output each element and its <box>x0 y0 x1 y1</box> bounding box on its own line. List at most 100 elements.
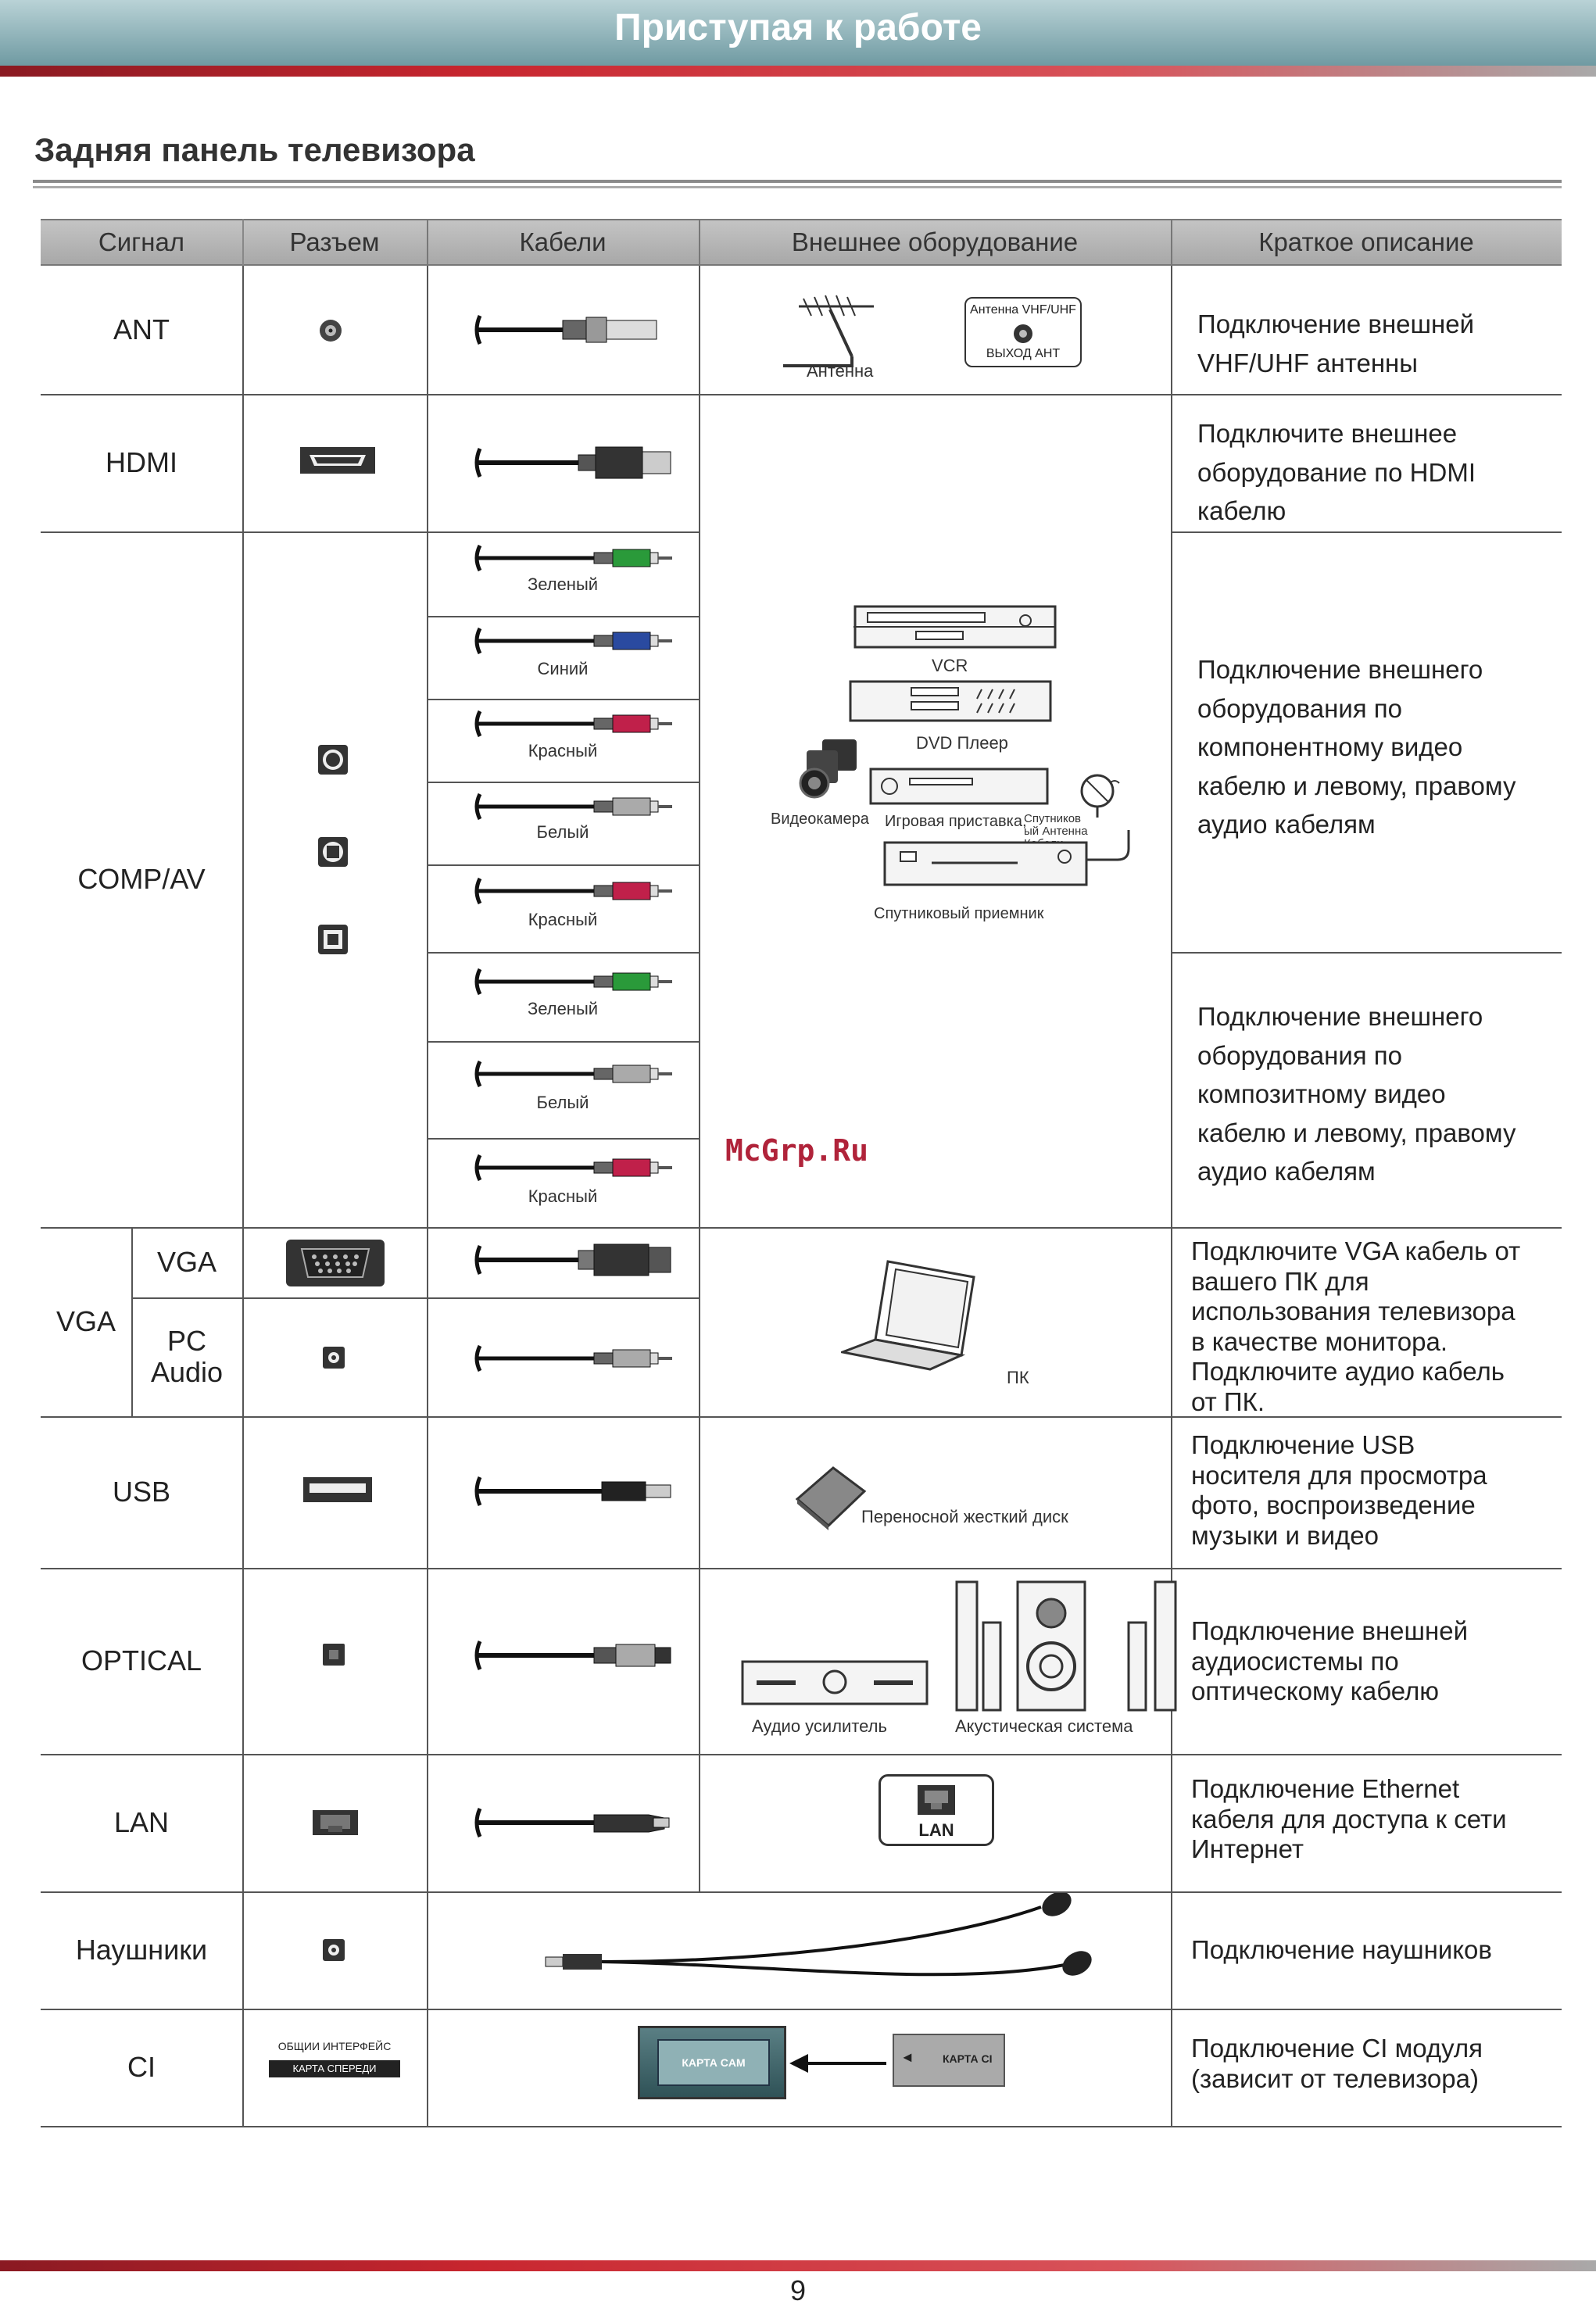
row-line <box>41 1754 1562 1755</box>
sub-signal-pc-audio: PC Audio <box>131 1297 242 1416</box>
ci-card-label: КАРТА CI <box>943 2052 993 2065</box>
grid-line <box>427 219 428 266</box>
desc-optical: Подключение внешней аудиосистемы по опти… <box>1191 1616 1468 1707</box>
grid-line <box>427 219 428 1891</box>
header-title: Приступая к работе <box>614 7 982 48</box>
desc-component: Подключение внешнего оборудования по ком… <box>1197 650 1515 844</box>
cam-card: КАРТА CAM <box>638 2026 786 2099</box>
desc-line: Подключение CI модуля <box>1191 2034 1483 2063</box>
ci-card: ◄ КАРТА CI <box>893 2034 1005 2087</box>
camcorder-label: Видеокамера <box>771 810 869 828</box>
dvd-label: DVD Плеер <box>916 733 1008 753</box>
sub-signal-line: Audio <box>150 1356 224 1388</box>
optical-port-icon <box>323 1644 345 1666</box>
laptop-icon <box>841 1260 975 1371</box>
satellite-receiver-icon <box>883 830 1130 886</box>
desc-line: аудиосистемы по <box>1191 1646 1399 1676</box>
coax-port-icon <box>1014 324 1032 343</box>
page-number: 9 <box>789 2274 807 2306</box>
desc-line: кабеля для доступа к сети <box>1191 1804 1507 1834</box>
desc-line: фото, воспроизведение <box>1191 1490 1476 1520</box>
desc-line: оборудования по <box>1197 693 1403 723</box>
row-line <box>427 864 699 866</box>
row-line <box>41 531 699 533</box>
antenna-output-label: ВЫХОД АНТ <box>986 347 1061 360</box>
footer-accent-line <box>0 2260 1596 2271</box>
signal-usb: USB <box>112 1475 171 1508</box>
optical-cable-icon <box>474 1640 671 1671</box>
lan-port-label: LAN <box>918 1820 954 1840</box>
desc-ant: Подключение внешней VHF/UHF антенны <box>1197 305 1474 382</box>
desc-line: аудио кабелям <box>1197 1157 1376 1186</box>
desc-line: кабелю и левому, правому <box>1197 771 1516 800</box>
cable-label: Белый <box>536 822 589 842</box>
desc-line: Подключение USB <box>1191 1430 1415 1459</box>
desc-line: оборудования по <box>1197 1040 1403 1070</box>
sub-signal-line: PC <box>166 1324 206 1357</box>
desc-lan: Подключение Ethernet кабеля для доступа … <box>1191 1774 1507 1865</box>
dvd-player-icon <box>849 680 1052 722</box>
desc-line: (зависит от телевизора) <box>1191 2063 1479 2093</box>
row-line <box>1171 531 1562 533</box>
desc-line: Подключение внешней <box>1191 1616 1469 1645</box>
grid-line <box>1171 219 1172 2127</box>
section-title: Задняя панель телевизора <box>34 131 475 168</box>
grid-line <box>242 219 244 266</box>
vcr-icon <box>853 605 1057 649</box>
cable-label: Красный <box>528 910 598 929</box>
row-line <box>41 2126 1562 2127</box>
desc-composite: Подключение внешнего оборудования по ком… <box>1197 997 1515 1191</box>
row-line <box>41 1227 1562 1229</box>
header-band <box>0 0 1596 66</box>
hdmi-cable-icon <box>474 446 671 479</box>
ci-slot: КАРТА СПЕРЕДИ <box>269 2060 400 2077</box>
usb-cable-icon <box>474 1476 671 1507</box>
lan-port-box: LAN <box>879 1774 994 1846</box>
row-line <box>427 699 699 700</box>
coax-port-icon <box>320 320 342 342</box>
rca-cable-white-icon <box>474 793 672 821</box>
insert-arrow-icon <box>789 2054 886 2073</box>
grid-line <box>1171 219 1172 266</box>
hard-drive-icon <box>795 1466 867 1530</box>
rca-cable-red-icon <box>474 710 672 738</box>
antenna-icon <box>783 295 874 367</box>
antenna-input-title: Антенна VHF/UHF <box>970 303 1076 317</box>
vga-port-icon <box>286 1240 385 1286</box>
desc-line: музыки и видео <box>1191 1520 1379 1550</box>
row-line <box>427 782 699 783</box>
section-rule-top <box>33 180 1562 183</box>
col-header-cables: Кабели <box>427 219 699 266</box>
component-port-icon <box>318 745 348 775</box>
row-line <box>1171 952 1562 954</box>
desc-vga: Подключите VGA кабель от вашего ПК для и… <box>1191 1236 1520 1418</box>
camcorder-icon <box>799 739 857 799</box>
game-console-label: Игровая приставка, <box>885 813 1027 830</box>
desc-line: оборудование по HDMI <box>1197 457 1476 487</box>
desc-line: Подключение наушников <box>1191 1935 1492 1964</box>
cam-card-label: КАРТА CAM <box>657 2039 770 2086</box>
audio-jack-icon <box>323 1347 345 1369</box>
row-line <box>427 952 699 954</box>
cable-label: Зеленый <box>527 574 599 594</box>
av-audio-port-icon <box>318 925 348 954</box>
section-rule-bottom <box>33 186 1562 188</box>
desc-line: вашего ПК для <box>1191 1266 1369 1296</box>
signal-optical: OPTICAL <box>81 1644 202 1676</box>
av-port-icon <box>318 837 348 867</box>
header-accent-line <box>0 66 1596 77</box>
ci-slot-top-label: ОБЩИИ ИНТЕРФЕЙС <box>277 2040 392 2052</box>
coax-cable-icon <box>474 314 657 345</box>
antenna-input-box: Антенна VHF/UHF ВЫХОД АНТ <box>964 297 1082 367</box>
cable-label: Красный <box>528 741 598 760</box>
desc-line: VHF/UHF антенны <box>1197 348 1418 378</box>
lan-port-icon <box>918 1785 955 1815</box>
watermark: McGrp.Ru <box>725 1133 869 1168</box>
desc-line: Подключите внешнее <box>1197 419 1458 448</box>
ci-card-arrow-icon: ◄ <box>900 2049 914 2065</box>
desc-line: в качестве монитора. <box>1191 1326 1448 1356</box>
desc-headphones: Подключение наушников <box>1191 1935 1492 1966</box>
row-line <box>427 616 699 617</box>
sat-receiver-label: Спутниковый приемник <box>874 905 1044 922</box>
desc-line: кабелю <box>1197 496 1286 525</box>
